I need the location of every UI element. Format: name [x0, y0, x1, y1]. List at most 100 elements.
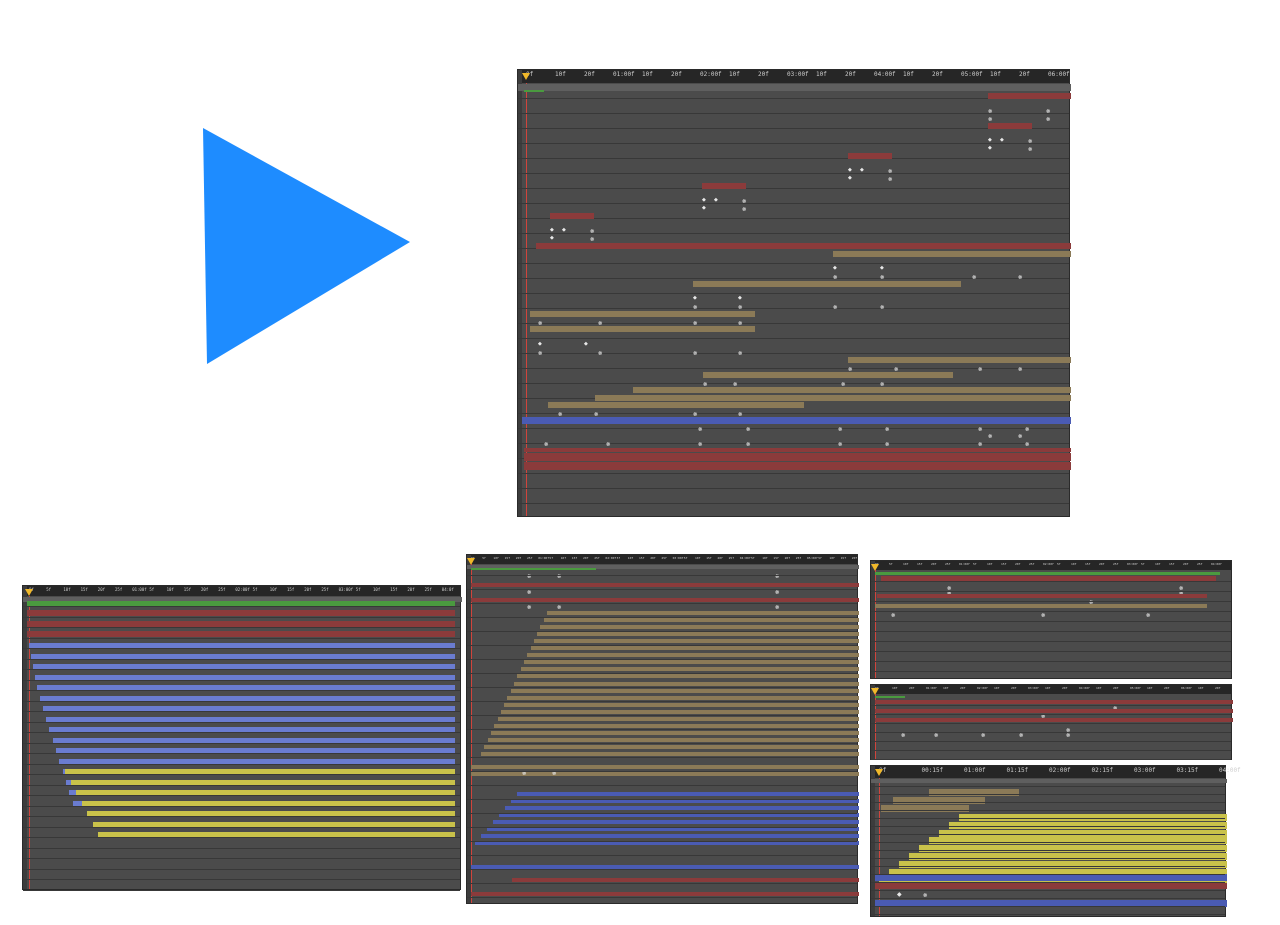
keyframe-marker[interactable]: ⨳	[746, 425, 751, 433]
keyframe-marker[interactable]: ⨳	[894, 365, 899, 373]
playhead-handle[interactable]	[875, 769, 883, 776]
layer-bar[interactable]	[33, 664, 455, 670]
playhead-line[interactable]	[879, 778, 880, 916]
layer-bar[interactable]	[524, 90, 544, 92]
layer-bar[interactable]	[540, 625, 859, 630]
layer-bar[interactable]	[471, 598, 859, 602]
layer-bar[interactable]	[524, 452, 1071, 457]
keyframe-marker[interactable]: ⨳	[738, 349, 743, 357]
keyframe-marker[interactable]: ⨳	[880, 380, 885, 388]
keyframe-marker[interactable]: ⨳	[775, 588, 780, 596]
layer-bar[interactable]	[49, 727, 455, 733]
keyframe-marker[interactable]: ⨳	[1028, 145, 1033, 153]
keyframe-marker[interactable]: ⨳	[901, 731, 906, 739]
keyframe-marker[interactable]: ◆	[988, 137, 992, 143]
playhead-line[interactable]	[471, 564, 472, 903]
playhead-handle[interactable]	[25, 589, 33, 596]
layer-bar[interactable]	[875, 696, 905, 698]
keyframe-marker[interactable]: ⨳	[981, 731, 986, 739]
layer-bar[interactable]	[524, 461, 1071, 466]
layer-bar[interactable]	[56, 748, 455, 754]
layer-bar[interactable]	[988, 123, 1032, 129]
layer-bar[interactable]	[70, 779, 455, 786]
keyframe-marker[interactable]: ⨳	[841, 380, 846, 388]
keyframe-marker[interactable]: ⨳	[1018, 432, 1023, 440]
layer-bar[interactable]	[547, 611, 859, 615]
keyframe-marker[interactable]: ⨳	[838, 440, 843, 448]
layer-bar[interactable]	[881, 576, 1216, 581]
keyframe-marker[interactable]: ⨳	[1041, 611, 1046, 619]
keyframe-marker[interactable]: ⨳	[606, 440, 611, 448]
layer-bar[interactable]	[35, 674, 455, 681]
keyframe-marker[interactable]: ⨳	[552, 769, 557, 777]
layer-bar[interactable]	[889, 868, 1227, 876]
keyframe-marker[interactable]: ⨳	[848, 365, 853, 373]
layer-bar[interactable]	[517, 792, 859, 796]
layer-bar[interactable]	[909, 853, 1227, 860]
layer-bar[interactable]	[471, 892, 859, 896]
layer-bar[interactable]	[31, 653, 455, 660]
layer-bar[interactable]	[23, 597, 462, 602]
keyframe-marker[interactable]: ⨳	[693, 319, 698, 327]
keyframe-marker[interactable]: ◆	[584, 341, 588, 347]
layer-bar[interactable]	[595, 395, 1071, 401]
layer-bar[interactable]	[494, 723, 859, 728]
keyframe-marker[interactable]: ◆	[848, 175, 852, 181]
layer-bar[interactable]	[59, 758, 455, 765]
keyframe-marker[interactable]: ⨳	[558, 410, 563, 418]
layer-bar[interactable]	[76, 790, 455, 796]
layer-bar[interactable]	[29, 643, 455, 649]
layer-bar[interactable]	[875, 700, 1233, 704]
keyframe-marker[interactable]: ◆	[550, 235, 554, 241]
keyframe-marker[interactable]: ⨳	[947, 584, 952, 592]
keyframe-marker[interactable]: ⨳	[693, 349, 698, 357]
layer-bar[interactable]	[500, 709, 859, 714]
keyframe-marker[interactable]: ⨳	[742, 197, 747, 205]
keyframe-marker[interactable]: ⨳	[1018, 365, 1023, 373]
layer-bar[interactable]	[481, 834, 859, 838]
layer-bar[interactable]	[497, 716, 859, 721]
keyframe-marker[interactable]: ⨳	[888, 167, 893, 175]
layer-bar[interactable]	[633, 387, 1071, 393]
keyframe-marker[interactable]: ⨳	[1179, 589, 1184, 597]
layer-bar[interactable]	[871, 779, 1227, 783]
keyframe-marker[interactable]: ⨳	[1179, 584, 1184, 592]
keyframe-marker[interactable]: ⨳	[742, 205, 747, 213]
layer-bar[interactable]	[39, 695, 455, 702]
layer-bar[interactable]	[87, 811, 455, 817]
layer-bar[interactable]	[98, 832, 455, 838]
layer-bar[interactable]	[875, 718, 1233, 722]
keyframe-marker[interactable]: ◆	[833, 265, 837, 271]
keyframe-marker[interactable]: ⨳	[527, 603, 532, 611]
layer-bar[interactable]	[877, 594, 1207, 598]
keyframe-marker[interactable]: ◆	[550, 227, 554, 233]
keyframe-marker[interactable]: ⨳	[738, 319, 743, 327]
layer-bar[interactable]	[484, 744, 859, 749]
keyframe-marker[interactable]: ⨳	[1046, 107, 1051, 115]
keyframe-marker[interactable]: ⨳	[1025, 425, 1030, 433]
layer-bar[interactable]	[467, 565, 859, 569]
keyframe-marker[interactable]: ◆	[1000, 137, 1004, 143]
layer-bar[interactable]	[471, 568, 596, 570]
keyframe-marker[interactable]: ⨳	[693, 303, 698, 311]
keyframe-marker[interactable]: ⨳	[1019, 731, 1024, 739]
keyframe-marker[interactable]: ⨳	[544, 440, 549, 448]
keyframe-marker[interactable]: ⨳	[527, 588, 532, 596]
layer-bar[interactable]	[533, 639, 859, 644]
playhead-line[interactable]	[875, 694, 876, 759]
keyframe-marker[interactable]: ⨳	[1041, 712, 1046, 720]
layer-bar[interactable]	[92, 821, 455, 828]
layer-bar[interactable]	[875, 900, 1227, 907]
keyframe-marker[interactable]: ◆	[860, 167, 864, 173]
keyframe-marker[interactable]: ⨳	[698, 425, 703, 433]
keyframe-marker[interactable]: ⨳	[972, 273, 977, 281]
keyframe-marker[interactable]: ⨳	[988, 432, 993, 440]
keyframe-marker[interactable]: ⨳	[746, 440, 751, 448]
layer-bar[interactable]	[471, 865, 859, 869]
layer-bar[interactable]	[693, 281, 961, 287]
layer-bar[interactable]	[517, 674, 859, 679]
layer-bar[interactable]	[514, 681, 859, 686]
